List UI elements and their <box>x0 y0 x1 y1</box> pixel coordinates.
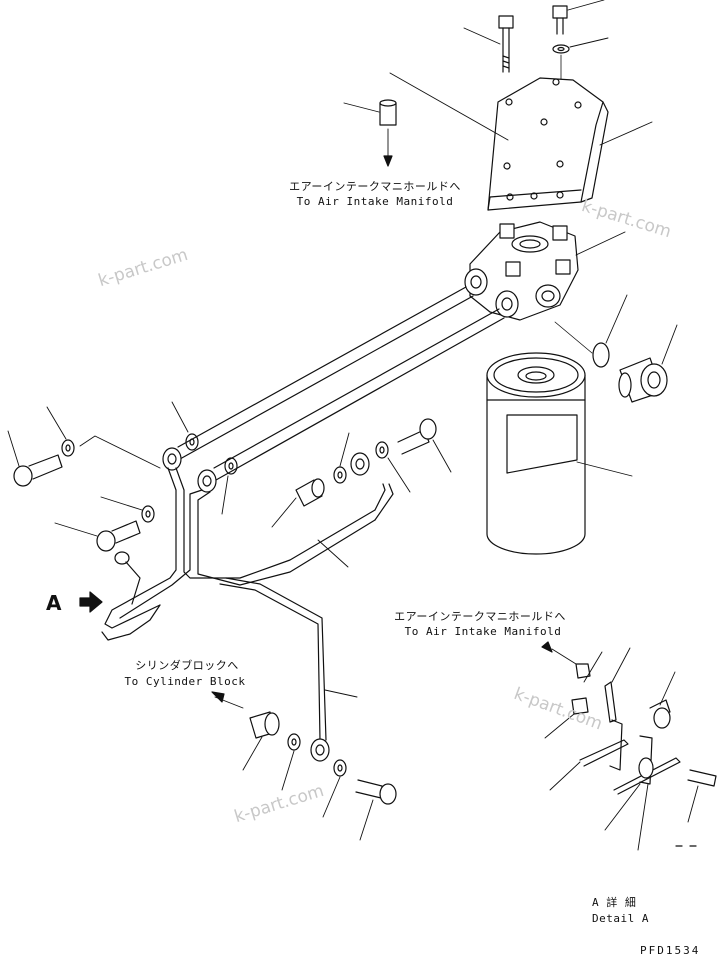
detail-a-title-en: Detail A <box>592 912 649 925</box>
bolt-bottom <box>355 779 397 841</box>
eye-joint-bottom <box>310 738 330 762</box>
detail-a-drawing <box>541 641 717 851</box>
intake-label-detail-en: To Air Intake Manifold <box>404 625 562 638</box>
bolt-long <box>463 15 514 73</box>
washer-lower <box>221 457 238 515</box>
washer-right <box>375 441 411 493</box>
drawing-code: PFD1534 <box>640 944 701 957</box>
intake-label-detail-jp: エアーインテークマニホールドへ <box>394 610 566 623</box>
washer-upper-right <box>171 401 199 451</box>
filter-bracket <box>487 77 653 211</box>
hose-lower <box>213 308 505 481</box>
cylinder-label-en: To Cylinder Block <box>124 675 246 688</box>
cylinder-label-jp: シリンダブロックへ <box>135 659 239 672</box>
eye-joint-right <box>350 452 370 476</box>
view-a-letter: A <box>46 591 62 615</box>
plug <box>618 324 678 403</box>
bolt-left-upper <box>7 430 63 487</box>
bolt-short <box>552 0 605 35</box>
bolt-left-mid <box>54 520 141 552</box>
connector-middle <box>271 478 325 528</box>
o-ring <box>554 294 628 368</box>
intake-label-top-jp: エアーインテークマニホールドへ <box>289 180 461 193</box>
eye-joint-lower <box>197 469 217 493</box>
oil-pipe-assembly <box>101 467 394 741</box>
washer-middle <box>333 432 350 484</box>
washer-left-mid <box>100 496 155 523</box>
bolt-right <box>397 418 452 473</box>
intake-label-top-en: To Air Intake Manifold <box>296 195 454 208</box>
clip <box>114 551 141 605</box>
connector-bottom <box>211 691 280 771</box>
adapter-fitting <box>343 99 397 167</box>
washer-bottom-right <box>322 759 347 818</box>
oil-filter-cartridge <box>486 352 633 555</box>
washer-left-upper <box>46 406 75 457</box>
washer-bottom-left <box>281 733 301 791</box>
arrow-right-icon <box>79 591 103 613</box>
detail-a-title-jp: A 詳 細 <box>592 896 637 909</box>
hose-upper <box>177 286 474 460</box>
eye-joint-upper <box>79 435 182 471</box>
washer-top <box>552 37 609 54</box>
filter-head <box>464 221 626 321</box>
